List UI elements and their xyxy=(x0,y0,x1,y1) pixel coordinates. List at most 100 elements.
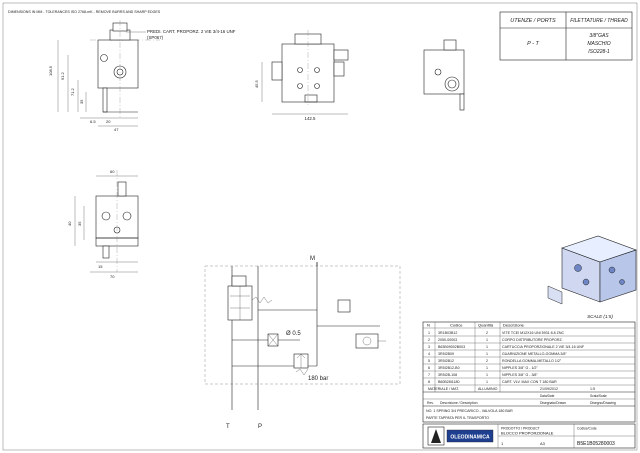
svg-text:NIPPLES 3/8" G - 3/8": NIPPLES 3/8" G - 3/8" xyxy=(502,373,538,377)
port-t-label: T xyxy=(226,424,230,430)
svg-text:4: 4 xyxy=(428,352,430,356)
dim-top-6: 6.5 xyxy=(90,119,96,124)
svg-text:GUARNIZIONE METALLO-GOMMA 3/8": GUARNIZIONE METALLO-GOMMA 3/8" xyxy=(502,352,567,356)
dim-front-width: 142.5 xyxy=(305,116,317,121)
svg-text:NIPPLES 3/8" G - 1/2": NIPPLES 3/8" G - 1/2" xyxy=(502,366,538,370)
svg-text:2050-00003: 2050-00003 xyxy=(438,338,457,342)
svg-text:2: 2 xyxy=(486,331,488,335)
svg-text:1: 1 xyxy=(486,338,488,342)
scale-value: 1:5 xyxy=(590,387,595,391)
bom-row: 4 3R5I2B09 1 GUARNIZIONE METALLO-GOMMA 3… xyxy=(428,352,567,356)
dim-top-3: 71.2 xyxy=(70,87,75,96)
orifice-label: Ø 0.5 xyxy=(286,331,301,337)
end-view xyxy=(423,39,465,111)
svg-text:B63B09002B003: B63B09002B003 xyxy=(438,345,465,349)
svg-text:7: 7 xyxy=(428,373,430,377)
note-line-1: NO. 1 SPRING 3/4 PRECARICO - VALVOLA 180… xyxy=(426,409,513,413)
isometric-view: SCALE (1:5) xyxy=(547,235,637,319)
cartridge-callout-line-2: (SP067) xyxy=(147,35,164,40)
drawn-label: Disegnato/Drawn xyxy=(540,401,566,405)
ports-value: P - T xyxy=(527,41,539,47)
material-label: MATERIALE / MAT. xyxy=(428,387,459,391)
bom-row: 3 B63B09002B003 1 CARTUCCIA PROPORZIONAL… xyxy=(428,345,585,349)
svg-text:3R5I2B09: 3R5I2B09 xyxy=(438,352,454,356)
svg-text:CART. VLV. MAX CON T 180 BAR: CART. VLV. MAX CON T 180 BAR xyxy=(502,380,557,384)
bom-row: 2 2050-00003 1 CORPO DISTRIBUTORE PROPOR… xyxy=(428,338,563,342)
dim-side-2: 40 xyxy=(67,221,72,226)
bom-row: 5 3R5I2B12 2 RONDELLA GOMMA-METALLO 1/2" xyxy=(428,359,562,363)
svg-text:1: 1 xyxy=(486,352,488,356)
dim-top-4: 35 xyxy=(79,99,84,104)
scale-label: SCALE (1:5) xyxy=(587,314,613,319)
svg-text:3R5I2B-108: 3R5I2B-108 xyxy=(438,373,457,377)
dim-side-4: 15 xyxy=(98,264,103,269)
svg-text:B60B28I1180: B60B28I1180 xyxy=(438,380,460,384)
svg-text:VITE TCEI M12X16 UNI 5931 8.8: VITE TCEI M12X16 UNI 5931 8.8 ZNC xyxy=(502,331,564,335)
rev-label: Rev. xyxy=(427,401,434,405)
dim-side-3: 35 xyxy=(77,221,82,226)
dim-top-1: 108.5 xyxy=(48,65,53,76)
title-value: BLOCCO PROPORZIONALE xyxy=(501,431,554,436)
svg-text:RONDELLA GOMMA-METALLO 1/2": RONDELLA GOMMA-METALLO 1/2" xyxy=(502,359,562,363)
title-block: OLEODINAMICA PRODOTTO / PRODUCT BLOCCO P… xyxy=(422,423,636,449)
date-value: 21/09/2012 xyxy=(540,387,558,391)
svg-text:6: 6 xyxy=(428,366,430,370)
thread-header: FILETTATURE / THREAD xyxy=(570,18,628,24)
port-m-label: M xyxy=(310,256,315,262)
port-p-label: P xyxy=(258,424,262,430)
svg-text:3: 3 xyxy=(428,345,430,349)
rev-desc-label: Descrizione / Description xyxy=(440,401,478,405)
svg-text:1: 1 xyxy=(486,380,488,384)
bom-head-qty: Quantità xyxy=(478,323,494,328)
bom-table: N Codice Quantità Descrizione 1 3R1B03B1… xyxy=(422,321,636,423)
dim-top-7: 47 xyxy=(114,127,119,132)
ports-header: UTENZE / PORTS xyxy=(510,18,556,24)
svg-text:CORPO DISTRIBUTORE PROPORZ.: CORPO DISTRIBUTORE PROPORZ. xyxy=(502,338,563,342)
ports-table: UTENZE / PORTS FILETTATURE / THREAD P - … xyxy=(499,11,633,61)
code-value: B5E1B05280003 xyxy=(577,441,615,447)
thread-value-1: 3/8"GAS xyxy=(589,33,609,39)
bom-row: 1 3R1B03B12 2 VITE TCEI M12X16 UNI 5931 … xyxy=(428,331,564,335)
title-label: PRODOTTO / PRODUCT xyxy=(501,427,540,431)
note-line-2: PARTE TAPPATA PER IL TRASPORTO xyxy=(426,416,489,420)
sheet-format: A3 xyxy=(540,441,546,446)
company-badge xyxy=(446,429,494,443)
svg-text:2: 2 xyxy=(428,338,430,342)
hydraulic-schematic: Ø 0.5 180 bar M T P xyxy=(204,256,401,430)
bom-row: 6 3R5I2B12-B0 1 NIPPLES 3/8" G - 1/2" xyxy=(428,366,538,370)
bom-head-code: Codice xyxy=(450,323,463,328)
dim-front-height: 45.5 xyxy=(254,79,259,88)
dim-top-5: 20 xyxy=(106,119,111,124)
svg-text:1: 1 xyxy=(486,345,488,349)
svg-text:1: 1 xyxy=(486,366,488,370)
svg-text:8: 8 xyxy=(428,380,430,384)
thread-value-3: ISO228-1 xyxy=(588,49,610,55)
bom-row: 7 3R5I2B-108 1 NIPPLES 3/8" G - 3/8" xyxy=(428,373,538,377)
svg-text:1: 1 xyxy=(486,373,488,377)
svg-text:1: 1 xyxy=(428,331,430,335)
drawing-label: Disegno/Drawing xyxy=(590,401,616,405)
bom-head-n: N xyxy=(427,323,430,328)
dim-side-1: 60 xyxy=(110,169,115,174)
svg-text:3R1B03B12: 3R1B03B12 xyxy=(438,331,457,335)
pressure-label: 180 bar xyxy=(308,376,328,382)
cartridge-callout-line-1: PREDI. CART. PROPORZ. 2 VIE 3/4-16 UNF xyxy=(147,29,236,34)
code-label: Codice/Code xyxy=(577,427,597,431)
date-label: Data/Date xyxy=(540,394,555,398)
bom-row: 8 B60B28I1180 1 CART. VLV. MAX CON T 180… xyxy=(428,380,557,384)
svg-text:3R5I2B12-B0: 3R5I2B12-B0 xyxy=(438,366,460,370)
side-view: 60 40 35 15 70 xyxy=(67,169,139,279)
scale-caption: Scala/Scale xyxy=(590,394,607,398)
front-view: 142.5 45.5 xyxy=(254,30,349,121)
dim-top-2: 91.2 xyxy=(60,71,65,80)
svg-text:CARTUCCIA PROPORZIONALE 2 VIE: CARTUCCIA PROPORZIONALE 2 VIE 3/4-16 UNF xyxy=(502,345,585,349)
header-note: DIMENSIONS IN MM - TOLERANCES ISO 2768-m… xyxy=(8,10,161,14)
material-value: ALLUMINIO xyxy=(478,387,498,391)
thread-value-2: MASCHIO xyxy=(587,41,610,47)
dim-side-5: 70 xyxy=(110,274,115,279)
svg-text:2: 2 xyxy=(486,359,488,363)
svg-text:3R5I2B12: 3R5I2B12 xyxy=(438,359,454,363)
top-view: 108.5 91.2 71.2 35 20 6.5 47 PREDI. CART… xyxy=(48,20,236,132)
company-name: OLEODINAMICA xyxy=(450,435,490,441)
